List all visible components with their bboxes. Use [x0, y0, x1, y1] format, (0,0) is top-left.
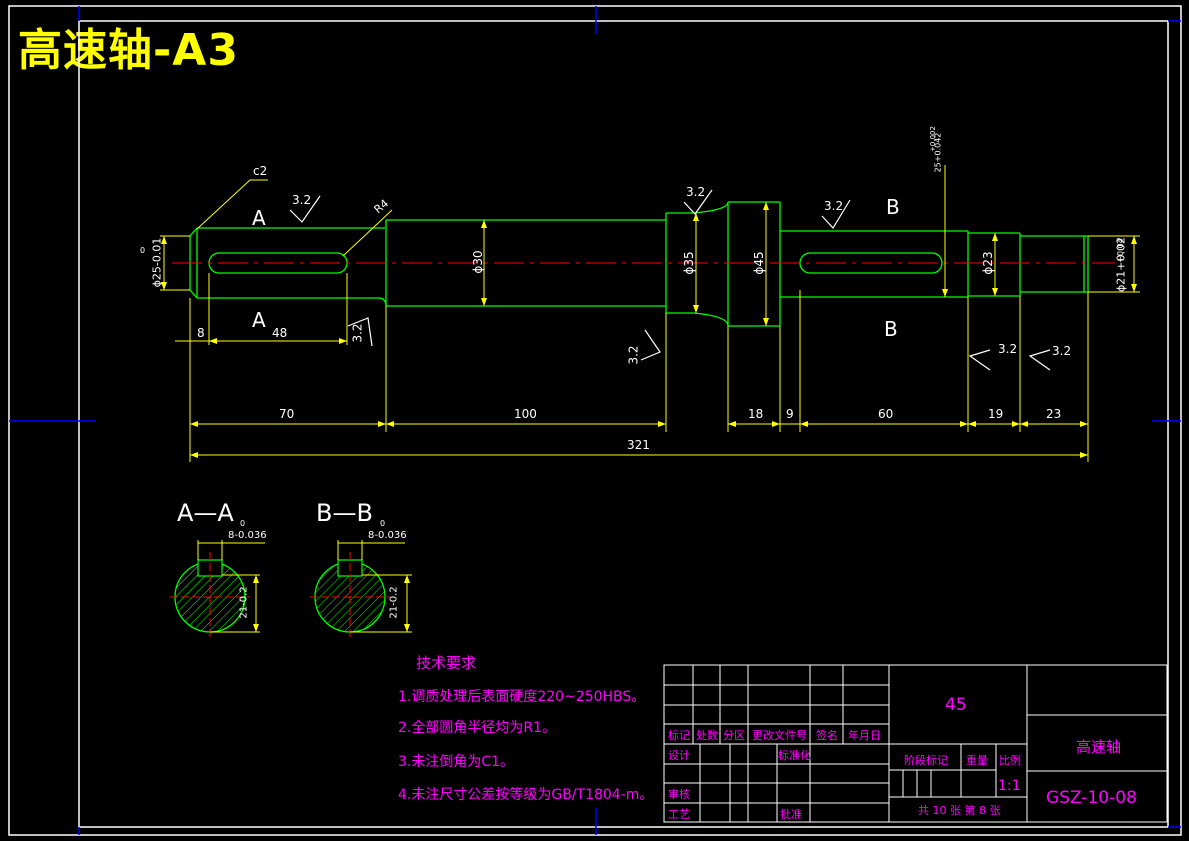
dia-left-end: ϕ25-0.01: [150, 237, 164, 288]
roughness-4: 3.2: [686, 185, 706, 199]
dim-100: 100: [514, 407, 537, 421]
roughness-7: 3.2: [1052, 344, 1072, 358]
section-view-b: [310, 540, 412, 640]
dimension-lines: [160, 165, 1140, 462]
section-b-depth: 21-0.2: [388, 586, 400, 619]
tb-signature: 签名: [816, 729, 838, 742]
tb-change-doc: 更改文件号: [752, 729, 807, 742]
dim-keyway-length: 48: [272, 326, 288, 340]
dia-23: ϕ23: [981, 251, 995, 275]
tb-ratio: 比例: [999, 754, 1021, 767]
dia-35: ϕ35: [682, 251, 696, 275]
section-view-a: [170, 540, 265, 640]
tb-mark: 标记: [668, 729, 690, 742]
tech-heading: 技术要求: [416, 654, 477, 672]
section-a-sub: 0: [240, 519, 246, 528]
tech-item-1: 1.调质处理后表面硬度220~250HBS。: [398, 689, 646, 705]
tb-sheet-info: 共 10 张 第 8 张: [918, 804, 1001, 817]
tb-material: 45: [945, 695, 967, 715]
section-mark-a-top: A: [252, 206, 266, 230]
roughness-6: 3.2: [998, 342, 1018, 356]
roughness-5: 3.2: [824, 199, 844, 213]
title-block-grid: [663, 664, 1168, 823]
tb-count: 处数: [696, 729, 718, 742]
dim-23: 23: [1046, 407, 1062, 421]
dia-45: ϕ45: [752, 251, 766, 275]
dim-keyway-offset: 8: [197, 326, 205, 340]
tb-stage-mark: 阶段标记: [904, 754, 948, 767]
roughness-symbols: [289, 189, 1051, 371]
dim-19: 19: [988, 407, 1004, 421]
dim-60: 60: [878, 407, 894, 421]
section-mark-b-bottom: B: [884, 317, 898, 341]
roughness-2: 3.2: [350, 323, 365, 343]
section-mark-b-top: B: [886, 195, 900, 219]
roughness-3: 3.2: [626, 345, 641, 365]
tb-review: 审核: [668, 788, 690, 801]
dia-tail-tol: +0.04: [1115, 238, 1125, 263]
tb-scale: 1:1: [998, 778, 1021, 794]
chamfer-label: c2: [253, 164, 268, 178]
tb-weight: 重量: [966, 754, 988, 767]
dim-18: 18: [748, 407, 764, 421]
drawing-frame: [78, 20, 1169, 828]
dia-30: ϕ30: [471, 250, 485, 274]
tech-item-3: 3.未注倒角为C1。: [398, 754, 515, 770]
section-a-title: A—A: [177, 499, 234, 527]
top-fit-tol: +0.002: [928, 126, 937, 152]
tb-design: 设计: [668, 749, 690, 762]
section-a-key-width: 8-0.036: [228, 530, 267, 541]
sheet-border: [8, 5, 1182, 836]
section-mark-a-bottom: A: [252, 308, 266, 332]
section-a-depth: 21-0.2: [238, 586, 250, 619]
centering-marks: [9, 6, 1181, 835]
tb-zone: 分区: [723, 729, 745, 742]
tb-date: 年月日: [848, 729, 881, 742]
dia-left-end-tol: 0: [140, 246, 146, 255]
drawing-title: 高速轴-A3: [18, 25, 239, 76]
shaft-outline: [189, 201, 1089, 327]
dim-total-321: 321: [627, 438, 650, 452]
section-b-sub: 0: [380, 519, 386, 528]
section-b-title: B—B: [316, 499, 373, 527]
tech-item-2: 2.全部圆角半径均为R1。: [398, 720, 556, 736]
tb-approve: 批准: [780, 808, 802, 821]
dim-70: 70: [279, 407, 295, 421]
roughness-1: 3.2: [292, 193, 312, 207]
tb-drawing-number: GSZ-10-08: [1046, 788, 1137, 808]
tech-item-4: 4.未注尺寸公差按等级为GB/T1804-m。: [398, 787, 654, 803]
section-b-key-width: 8-0.036: [368, 530, 407, 541]
dim-9: 9: [786, 407, 794, 421]
tb-part-name: 高速轴: [1076, 738, 1122, 756]
tb-process: 工艺: [668, 808, 690, 821]
tb-standardize: 标准化: [778, 749, 811, 762]
